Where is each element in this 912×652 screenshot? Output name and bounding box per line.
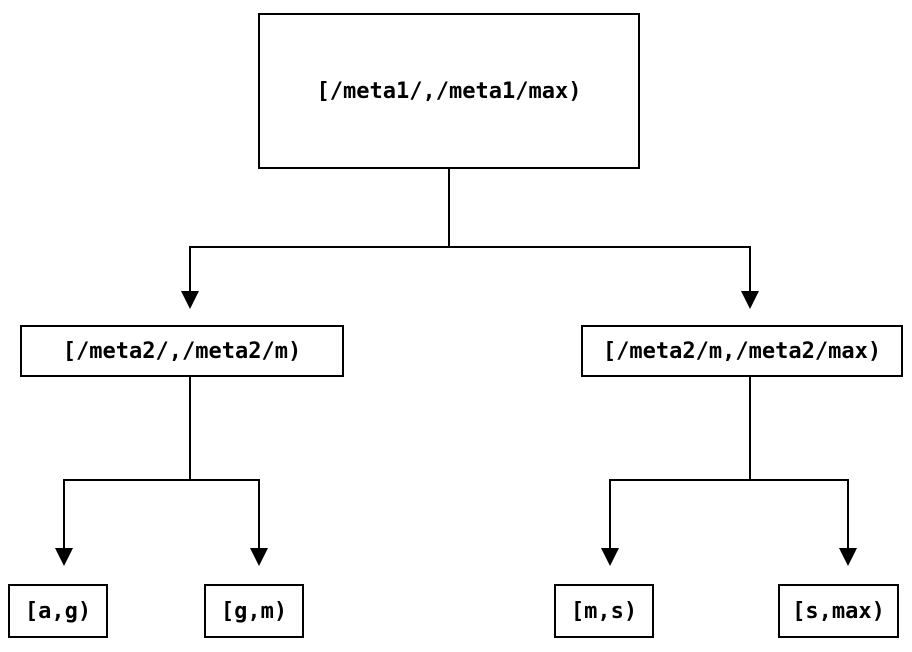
tree-node-leaf-ms: [m,s) (554, 584, 654, 638)
tree-node-leaf-ag-label: [a,g) (24, 598, 92, 624)
tree-node-leaf-smax-label: [s,max) (792, 598, 885, 624)
arrowhead-down-icon (601, 548, 619, 566)
tree-node-meta2-right: [/meta2/m,/meta2/max) (581, 325, 903, 377)
tree-node-meta2-left: [/meta2/,/meta2/m) (20, 325, 344, 377)
arrowhead-down-icon (250, 548, 268, 566)
tree-node-leaf-smax: [s,max) (778, 584, 899, 638)
tree-node-leaf-ag: [a,g) (8, 584, 108, 638)
tree-node-leaf-gm-label: [g,m) (220, 598, 288, 624)
tree-node-meta2-right-label: [/meta2/m,/meta2/max) (602, 338, 882, 364)
arrowhead-down-icon (839, 548, 857, 566)
arrowhead-down-icon (741, 291, 759, 309)
tree-node-meta2-left-label: [/meta2/,/meta2/m) (62, 338, 302, 364)
arrowhead-down-icon (181, 291, 199, 309)
tree-node-leaf-ms-label: [m,s) (570, 598, 638, 624)
arrowhead-down-icon (55, 548, 73, 566)
tree-node-root-label: [/meta1/,/meta1/max) (316, 78, 582, 104)
tree-node-root: [/meta1/,/meta1/max) (258, 13, 640, 169)
tree-node-leaf-gm: [g,m) (204, 584, 304, 638)
